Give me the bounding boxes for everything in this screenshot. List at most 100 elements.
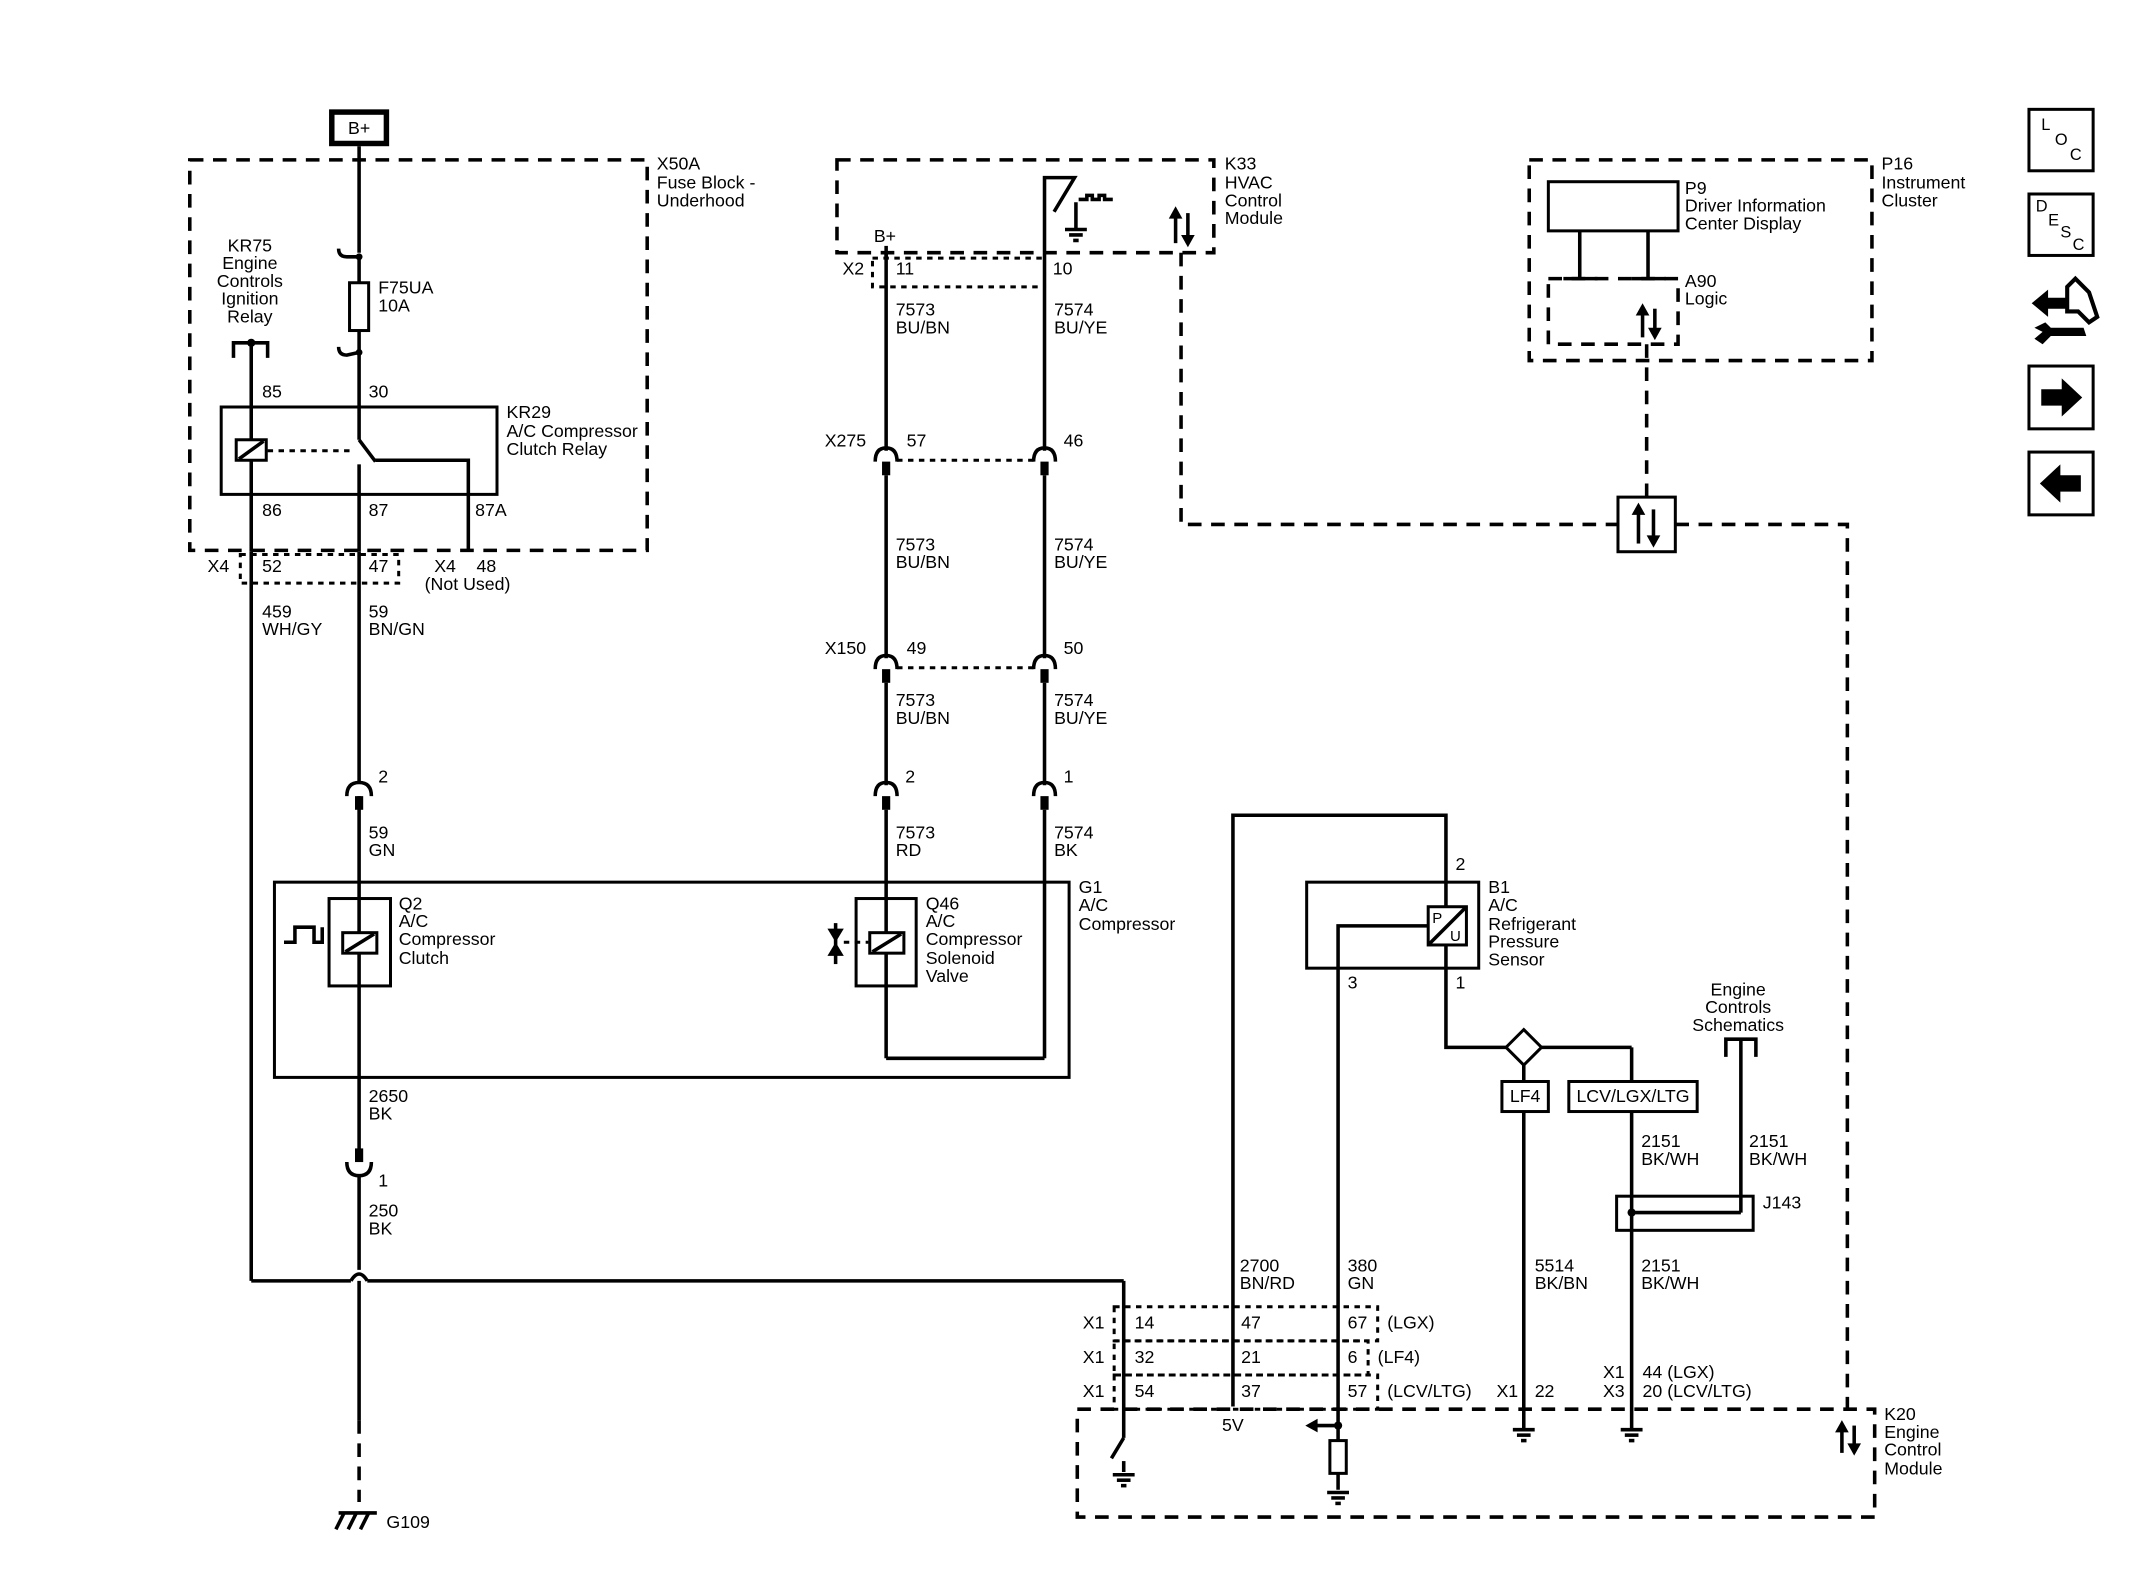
diagram-label: 46	[1064, 431, 1084, 451]
diagram-label: Compressor	[1079, 914, 1176, 934]
x4-connector	[238, 552, 401, 585]
diagram-label: Relay	[227, 306, 273, 326]
diagram-label: KR29	[507, 402, 552, 422]
pin-87: 87	[369, 500, 389, 520]
serial-data-arrow-icon	[1635, 303, 1662, 341]
diagram-label: 2	[1456, 854, 1466, 874]
diagram-label: Clutch Relay	[507, 439, 608, 459]
diagram-label: X50A	[657, 153, 701, 173]
diagram-label: BU/YE	[1054, 317, 1107, 337]
instrument-cluster-boundary	[1527, 158, 1874, 363]
diagram-label: A/C	[1079, 895, 1109, 915]
diagram-label: 1	[1456, 973, 1466, 993]
diagram-label: 1	[1064, 766, 1074, 786]
diagram-label: Q46	[926, 893, 960, 913]
diagram-label: Underhood	[657, 190, 745, 210]
diagram-label: BK	[369, 1218, 393, 1238]
loc-button[interactable]: L O C	[2027, 107, 2095, 173]
diagram-label: Q2	[399, 893, 423, 913]
ground-g109: G109	[334, 1511, 430, 1532]
cluster-title: P16 Instrument Cluster	[1882, 153, 1966, 210]
diagram-label: GN	[369, 840, 396, 860]
diagram-label: (LF4)	[1378, 1347, 1420, 1367]
solenoid-label: Q46 A/C Compressor Solenoid Valve	[926, 893, 1023, 985]
diagram-label: Module	[1225, 208, 1283, 228]
diagram-label: 21	[1241, 1347, 1261, 1367]
diagram-label: X1	[1083, 1381, 1105, 1401]
diagram-label: 1	[378, 1171, 388, 1191]
diagram-label: Compressor	[399, 929, 496, 949]
diagram-label: BN/RD	[1240, 1273, 1295, 1293]
diagram-label: (LGX)	[1387, 1313, 1434, 1333]
diagram-label: 10	[1053, 259, 1073, 279]
diagram-label: P	[1432, 910, 1442, 927]
serial-data-arrow-icon	[1631, 502, 1661, 548]
logic-module	[1546, 276, 1680, 346]
diagram-label: 2151	[1749, 1131, 1788, 1151]
driver-info-display	[1546, 180, 1680, 233]
ecm-boundary	[1075, 1407, 1877, 1519]
diagram-label: 250	[369, 1201, 399, 1221]
diagram-label: 2	[378, 766, 388, 786]
diagram-label: 7574	[1054, 300, 1094, 320]
diagram-label: Engine	[222, 253, 277, 273]
diagram-label: K20	[1884, 1404, 1916, 1424]
diagram-label: 48	[477, 556, 497, 576]
diagram-label: WH/GY	[262, 619, 322, 639]
previous-page-button[interactable]	[2027, 450, 2095, 517]
diagram-label: 6	[1348, 1347, 1358, 1367]
diagram-label: L	[2041, 116, 2050, 134]
ecm-connector-lf4	[1112, 1339, 1370, 1377]
ecm-ground-icon	[1620, 1427, 1643, 1443]
diagram-label: 59	[369, 601, 389, 621]
diagram-label: 32	[1135, 1347, 1155, 1367]
diagram-label: X1	[1083, 1347, 1105, 1367]
desc-button[interactable]: D E S C	[2027, 192, 2095, 257]
display-label: P9 Driver Information Center Display	[1685, 178, 1826, 234]
diagram-label: BU/BN	[896, 708, 950, 728]
diagram-label: Cluster	[1882, 190, 1938, 210]
hvac-title: K33 HVAC Control Module	[1225, 153, 1283, 228]
diagram-label: X1	[1603, 1362, 1625, 1382]
engine-controls-schematics-ref[interactable]: Engine Controls Schematics	[1692, 979, 1784, 1057]
diagram-label: P9	[1685, 178, 1707, 198]
diagram-label: 2151	[1641, 1131, 1681, 1151]
diagram-label: U	[1450, 928, 1461, 945]
diagram-label: 380	[1348, 1255, 1378, 1275]
refrigerant-pressure-sensor	[1305, 880, 1481, 970]
fuse-label: F75UA	[378, 278, 433, 298]
fuse-f75ua	[348, 281, 371, 333]
diagram-label: Module	[1884, 1459, 1942, 1479]
diagram-label: 5V	[1222, 1415, 1244, 1435]
diagram-label: 11	[896, 259, 914, 279]
ecm-ground-icon	[1327, 1490, 1349, 1506]
diagram-label: O	[2055, 131, 2068, 149]
diagram-label: BU/BN	[896, 317, 950, 337]
serial-data-arrow-icon	[1835, 1420, 1862, 1456]
bplus-label: B+	[348, 118, 370, 138]
connector-tool-icon[interactable]	[2031, 275, 2100, 345]
diagram-label: A/C Compressor	[507, 421, 638, 441]
next-page-button[interactable]	[2027, 364, 2095, 431]
diagram-label: 22	[1535, 1381, 1555, 1401]
diagram-label: 67	[1348, 1313, 1368, 1333]
diagram-label: BN/GN	[369, 619, 425, 639]
diagram-label: E	[2048, 211, 2059, 229]
pin-85: 85	[262, 381, 282, 401]
diagram-label: Clutch	[399, 948, 449, 968]
diagram-label: Refrigerant	[1488, 914, 1576, 934]
pin-86: 86	[262, 500, 282, 520]
diagram-label: Controls	[1705, 997, 1771, 1017]
diagram-label: X1	[1496, 1381, 1518, 1401]
serial-data-junction	[1616, 495, 1677, 554]
diagram-label: S	[2060, 224, 2071, 242]
diagram-label: 3	[1348, 973, 1358, 993]
diagram-label: 2	[905, 766, 915, 786]
diagram-label: P16	[1882, 153, 1914, 173]
pwm-signal-icon	[1078, 193, 1113, 202]
diagram-label: A/C	[399, 911, 429, 931]
pin-87a: 87A	[475, 500, 507, 520]
diagram-label: J143	[1763, 1192, 1802, 1212]
signal-input-arrow-icon	[1305, 1418, 1318, 1433]
clutch-label: Q2 A/C Compressor Clutch	[399, 893, 496, 968]
